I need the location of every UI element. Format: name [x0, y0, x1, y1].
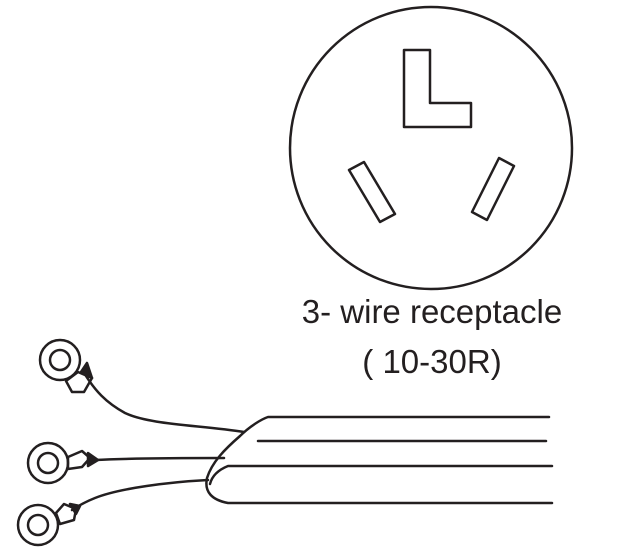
- cord-outline: [205, 415, 554, 505]
- ring-terminal-top: [38, 338, 94, 394]
- ring-terminal-middle-hole: [36, 451, 60, 475]
- ring-terminal-top-crimp: [64, 370, 94, 394]
- receptacle-10-30r: [288, 5, 574, 291]
- wire-top: [84, 374, 246, 434]
- l-shaped-ground-slot: [402, 48, 473, 129]
- receptacle-outline: [288, 5, 574, 291]
- ring-terminal-middle-crimp: [66, 449, 92, 471]
- ring-terminal-middle: [26, 441, 100, 485]
- ring-terminal-bottom: [16, 502, 82, 547]
- ring-terminal-bottom-tip: [68, 502, 82, 516]
- right-angled-slot: [470, 156, 516, 222]
- wire-middle: [93, 456, 226, 462]
- ring-terminal-top-outer: [38, 338, 82, 382]
- ring-terminal-top-tip: [79, 361, 94, 380]
- ring-terminal-middle-tip: [86, 451, 100, 468]
- ring-terminal-middle-outer: [26, 441, 70, 485]
- wire-bottom: [70, 478, 210, 512]
- power-cord: [205, 415, 554, 505]
- left-angled-slot: [347, 160, 397, 224]
- cord-ridge-bottom: [208, 464, 554, 486]
- ring-terminal-bottom-outer: [16, 503, 60, 547]
- receptacle-caption-title: 3- wire receptacle: [301, 293, 563, 330]
- cord-wires: [70, 374, 246, 512]
- receptacle-caption-rating: ( 10-30R): [362, 343, 502, 380]
- ring-terminal-top-hole: [48, 348, 72, 372]
- ring-terminal-bottom-hole: [26, 513, 50, 537]
